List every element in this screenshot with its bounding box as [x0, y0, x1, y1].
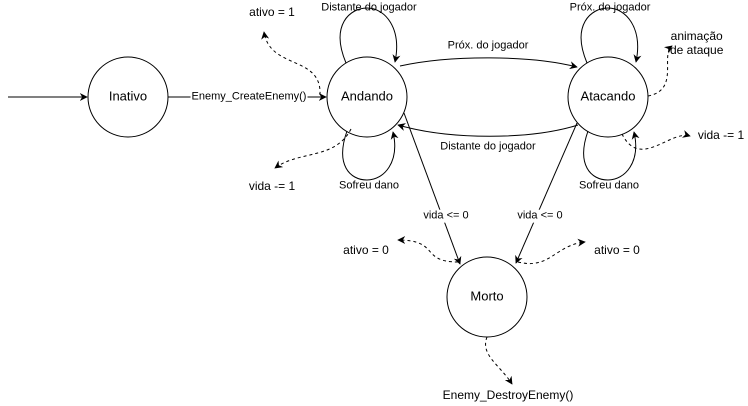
- transition-atacando-morto-label: vida <= 0: [516, 209, 564, 223]
- transition-andando-self-top-label: Distante do jogador: [321, 1, 417, 14]
- edge-atacando-andando: [397, 123, 579, 137]
- state-atacando-label: Atacando: [580, 88, 636, 104]
- state-atacando-circle: [567, 56, 649, 138]
- transition-andando-morto-label: vida <= 0: [422, 209, 470, 223]
- action-link-vida-atacando: [621, 130, 691, 150]
- transition-andando-atacando-label: Próx. do jogador: [447, 39, 529, 52]
- edge-andando-self-bottom: [342, 130, 399, 181]
- transition-create-label: Enemy_CreateEnemy(): [190, 90, 308, 104]
- transition-andando-self-bottom-label: Sofreu dano: [339, 179, 399, 192]
- state-inativo-label: Inativo: [108, 88, 148, 104]
- action-link-vida-andando: [274, 128, 352, 169]
- transition-atacando-andando-label: Distante do jogador: [440, 140, 536, 153]
- edge-andando-self-top: [339, 7, 401, 64]
- edge-andando-atacando: [399, 57, 578, 70]
- action-animacao-line-2: de ataque: [670, 42, 724, 57]
- edge-atacando-morto: [515, 122, 578, 264]
- edge-atacando-self-bottom: [583, 130, 640, 181]
- action-link-animacao: [647, 45, 673, 97]
- action-ativo-0-right-label: ativo = 0: [594, 243, 640, 258]
- transition-atacando-self-bottom-label: Sofreu dano: [579, 179, 639, 192]
- action-link-ativo-1: [261, 31, 321, 96]
- action-link-ativo-0-right: [517, 238, 586, 264]
- action-link-destroy: [485, 336, 513, 385]
- action-vida-atacando-label: vida -= 1: [697, 128, 745, 143]
- edge-atacando-self-top: [580, 7, 642, 64]
- action-destroy-label: Enemy_DestroyEnemy(): [442, 388, 574, 403]
- action-ativo-0-left-label: ativo = 0: [343, 243, 389, 258]
- transition-atacando-self-top-label: Próx. do jogador: [569, 1, 651, 14]
- state-andando-circle: [326, 56, 408, 138]
- edge-andando-morto: [403, 112, 462, 265]
- action-animacao-label: animação de ataque: [670, 29, 724, 58]
- action-animacao-line-1: animação: [670, 29, 723, 43]
- state-andando-label: Andando: [340, 88, 394, 104]
- action-ativo-1-label: ativo = 1: [249, 5, 295, 20]
- action-vida-andando-label: vida -= 1: [248, 179, 296, 194]
- state-morto-label: Morto: [470, 288, 504, 304]
- action-link-ativo-0-left: [397, 236, 459, 263]
